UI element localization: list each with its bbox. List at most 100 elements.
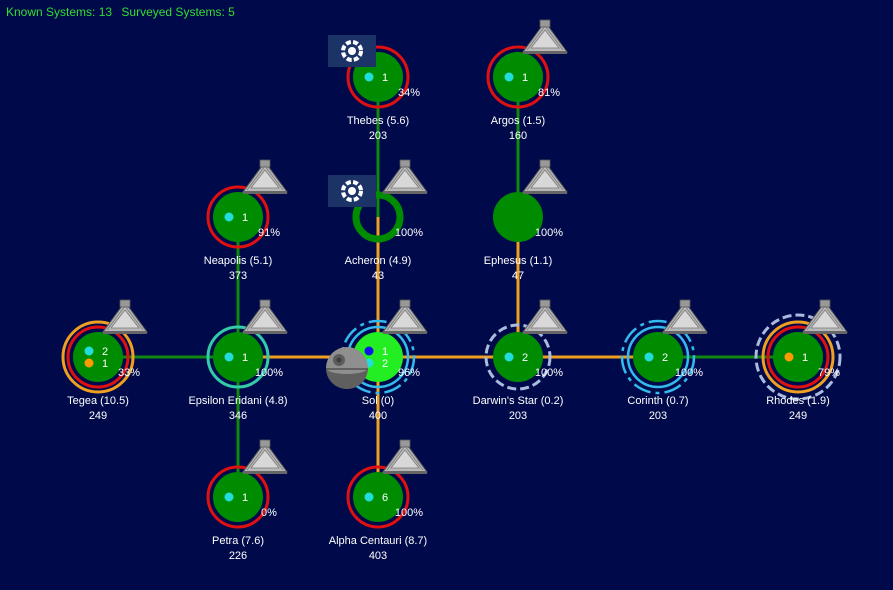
warship-icon[interactable]	[382, 159, 428, 194]
system-population: 249	[789, 410, 807, 422]
system-name: Sol (0)	[362, 395, 394, 407]
planet-orbit	[352, 191, 404, 243]
space-station-icon[interactable]	[328, 175, 376, 207]
system-population: 249	[89, 410, 107, 422]
system-name: Neapolis (5.1)	[204, 255, 272, 267]
survey-percent: 100%	[675, 367, 703, 379]
system-population: 203	[649, 410, 667, 422]
warship-icon[interactable]	[242, 439, 288, 474]
system-neapolis[interactable]: 191%Neapolis (5.1)373	[204, 159, 288, 282]
status-ring	[620, 319, 696, 395]
status-ring	[61, 320, 135, 394]
system-epsilon[interactable]: 1 100% Epsilon Eridani (4.8) 346	[188, 299, 288, 422]
system-thebes[interactable]: 134%Thebes (5.6)203	[328, 35, 420, 142]
system-population: 403	[369, 550, 387, 562]
fleet-dot	[364, 492, 374, 502]
space-station-icon[interactable]	[328, 35, 376, 67]
fleet-dot	[84, 358, 94, 368]
planet	[633, 332, 683, 382]
system-acheron[interactable]: 100%Acheron (4.9)43	[328, 159, 428, 282]
system-petra[interactable]: 10%Petra (7.6)226	[206, 439, 288, 562]
survey-percent: 81%	[538, 87, 560, 99]
fleet-count: 2	[662, 352, 668, 364]
warship-icon[interactable]	[522, 299, 568, 334]
warship-icon[interactable]	[242, 299, 288, 334]
system-name: Argos (1.5)	[491, 115, 545, 127]
status-ring	[346, 45, 410, 109]
warship-icon[interactable]	[802, 299, 848, 334]
warship-icon[interactable]	[522, 19, 568, 54]
fleet-dot	[504, 352, 514, 362]
system-population: 226	[229, 550, 247, 562]
system-name: Corinth (0.7)	[627, 395, 688, 407]
jump-lanes	[98, 77, 798, 497]
fleet-count: 1	[242, 492, 248, 504]
planet	[213, 192, 263, 242]
survey-percent: 100%	[255, 367, 283, 379]
survey-percent: 100%	[535, 367, 563, 379]
planet	[773, 332, 823, 382]
system-name: Epsilon Eridani (4.8)	[188, 395, 287, 407]
fleet-count: 1	[102, 358, 108, 370]
planet	[493, 192, 543, 242]
system-argos[interactable]: 181%Argos (1.5)160	[486, 19, 568, 142]
status-ring	[766, 325, 830, 389]
survey-percent: 79%	[818, 367, 840, 379]
fleet-dot	[224, 212, 234, 222]
survey-percent: 34%	[398, 87, 420, 99]
system-population: 203	[369, 130, 387, 142]
system-alpha[interactable]: 6 100% Alpha Centauri (8.7) 403	[329, 439, 428, 562]
fleet-dot	[84, 346, 94, 356]
system-ephesus[interactable]: 100%Ephesus (1.1)47	[484, 159, 568, 282]
warship-icon[interactable]	[382, 299, 428, 334]
fleet-count: 1	[242, 352, 248, 364]
status-ring	[206, 185, 270, 249]
system-name: Ephesus (1.1)	[484, 255, 552, 267]
planet	[73, 332, 123, 382]
planet	[493, 332, 543, 382]
death-star-icon[interactable]	[326, 347, 368, 389]
system-rhodes[interactable]: 179%Rhodes (1.9)249	[754, 299, 848, 422]
status-ring	[66, 325, 130, 389]
status-ring	[754, 313, 842, 401]
system-population: 346	[229, 410, 247, 422]
status-ring	[626, 325, 690, 389]
fleet-count: 2	[382, 358, 388, 370]
warship-icon[interactable]	[382, 439, 428, 474]
fleet-dot	[364, 346, 374, 356]
planet	[213, 332, 263, 382]
warship-icon[interactable]	[102, 299, 148, 334]
status-ring	[346, 465, 410, 529]
planet	[353, 472, 403, 522]
fleet-dot	[504, 72, 514, 82]
warship-icon[interactable]	[522, 159, 568, 194]
system-name: Rhodes (1.9)	[766, 395, 830, 407]
system-population: 160	[509, 130, 527, 142]
fleet-count: 6	[382, 492, 388, 504]
status-ring	[206, 325, 270, 389]
system-population: 203	[509, 410, 527, 422]
system-corinth[interactable]: 2 100% Corinth (0.7) 203	[620, 299, 708, 422]
status-ring	[206, 465, 270, 529]
system-name: Alpha Centauri (8.7)	[329, 535, 427, 547]
system-name: Tegea (10.5)	[67, 395, 129, 407]
survey-percent: 100%	[395, 507, 423, 519]
surveyed-systems-count: Surveyed Systems: 5	[121, 5, 235, 19]
known-systems-count: Known Systems: 13	[6, 5, 113, 19]
fleet-dot	[644, 352, 654, 362]
status-ring	[486, 45, 550, 109]
warship-icon[interactable]	[242, 159, 288, 194]
warship-icon[interactable]	[662, 299, 708, 334]
fleet-dot	[224, 492, 234, 502]
system-population: 400	[369, 410, 387, 422]
survey-percent: 33%	[118, 367, 140, 379]
system-population: 47	[512, 270, 524, 282]
fleet-count: 1	[242, 212, 248, 224]
system-population: 373	[229, 270, 247, 282]
survey-percent: 100%	[395, 227, 423, 239]
